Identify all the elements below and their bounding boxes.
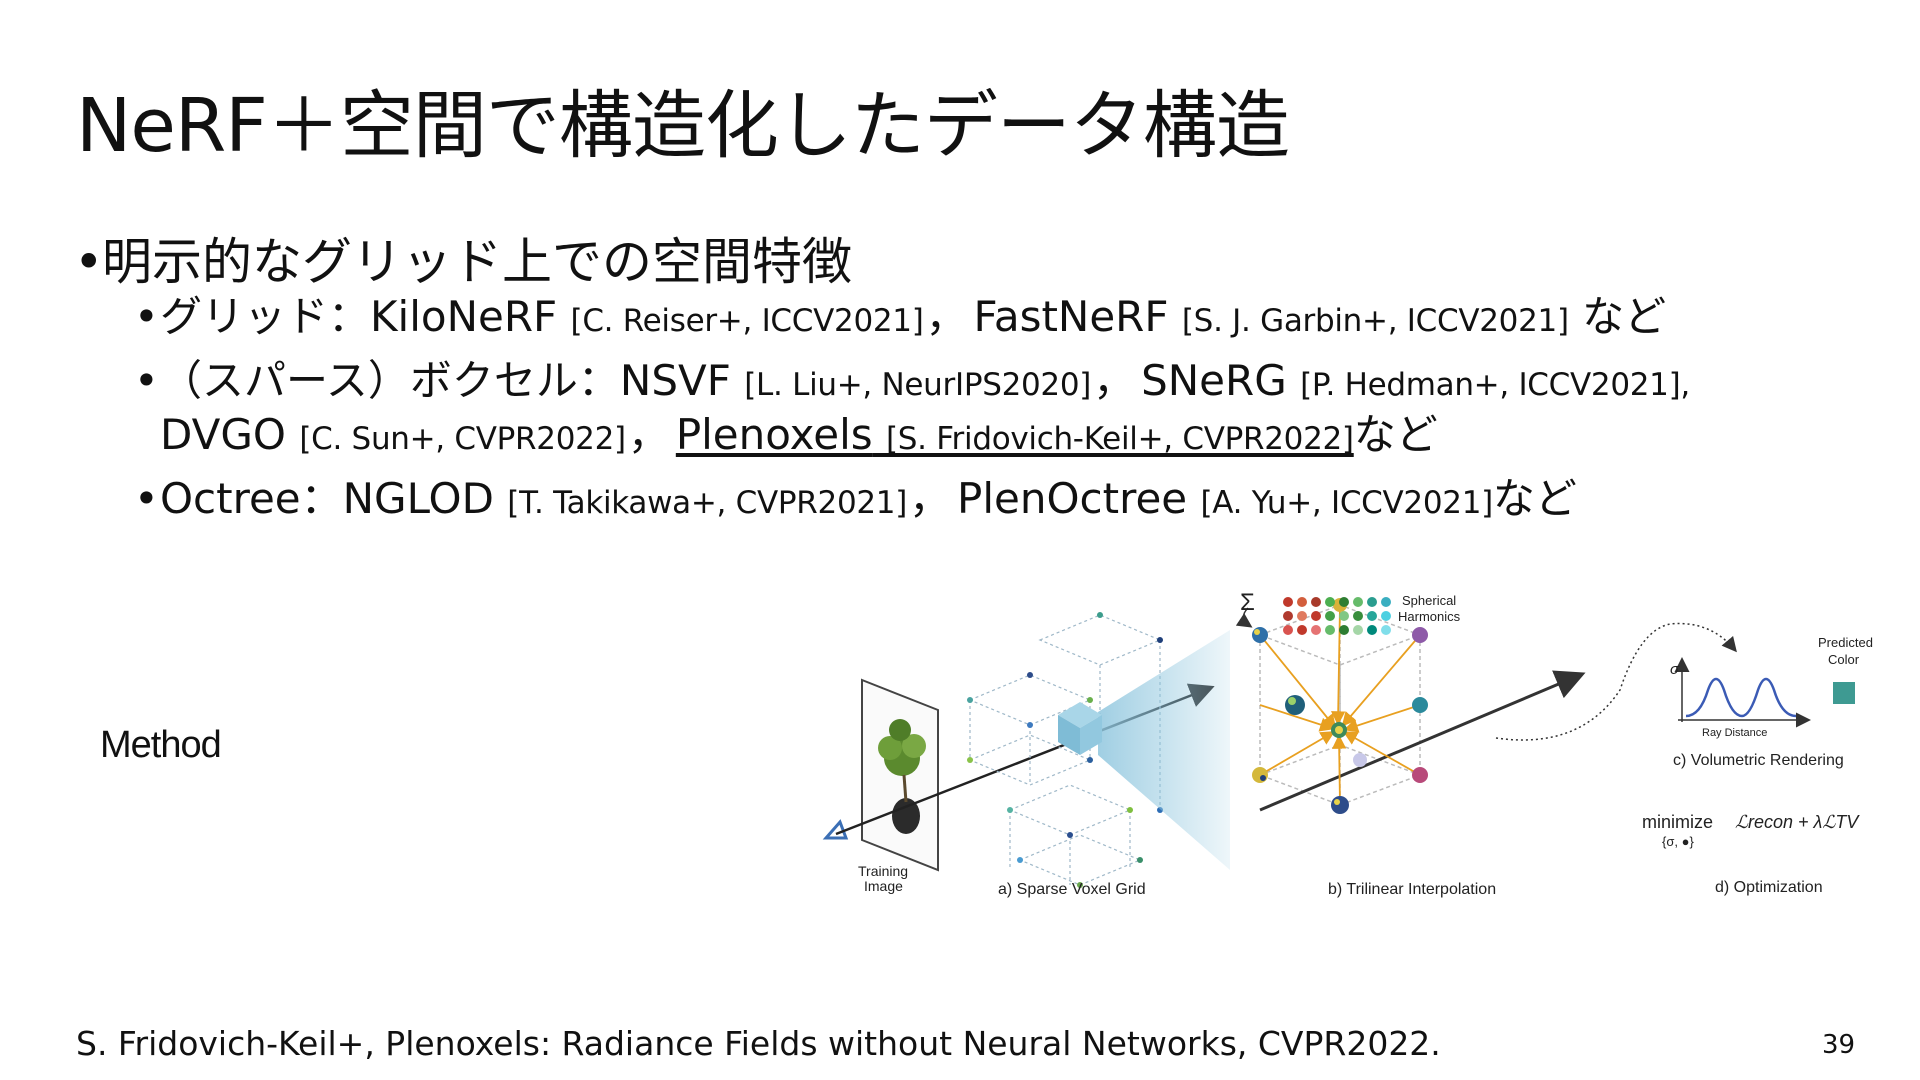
- plant-icon: [878, 719, 926, 834]
- method-name: DVGO: [160, 410, 286, 459]
- predicted-color-line1: Predicted: [1818, 635, 1873, 650]
- projection-cone: [1098, 630, 1230, 870]
- bullet-dot: •: [134, 356, 159, 405]
- ray-distance-label: Ray Distance: [1702, 727, 1767, 739]
- suffix: など: [1492, 474, 1577, 523]
- separator: ，: [627, 410, 670, 459]
- panel-a-label: a) Sparse Voxel Grid: [998, 881, 1146, 898]
- method-diagram: Σ Spherical Harmonics σ Ray Distance Pre…: [822, 589, 1873, 898]
- bullet-dot: •: [134, 474, 159, 523]
- separator: ，: [909, 474, 952, 523]
- citation: [A. Yu+, ICCV2021]: [1200, 485, 1494, 521]
- bullet-voxel-continued: DVGO [C. Sun+, CVPR2022]，Plenoxels [S. F…: [160, 410, 1874, 464]
- slide-title: NeRF＋空間で構造化したデータ構造: [76, 83, 1290, 169]
- citation: [S. Fridovich-Keil+, CVPR2022]: [886, 421, 1354, 457]
- render-arrow: [1495, 622, 1737, 741]
- panel-d-label: d) Optimization: [1715, 879, 1823, 896]
- sh-label-line2: Harmonics: [1398, 609, 1461, 624]
- reference-footer: S. Fridovich-Keil+, Plenoxels: Radiance …: [76, 1024, 1441, 1063]
- sh-label-line1: Spherical: [1402, 593, 1456, 608]
- bullet-text: 明示的なグリッド上での空間特徴: [102, 233, 852, 291]
- bullet-octree: •Octree：NGLOD [T. Takikawa+, CVPR2021]，P…: [134, 474, 1874, 528]
- suffix: など: [1353, 410, 1438, 459]
- panel-b-label: b) Trilinear Interpolation: [1328, 881, 1496, 898]
- panel-c-label: c) Volumetric Rendering: [1673, 752, 1844, 769]
- bullet-grid: •グリッド：KiloNeRF [C. Reiser+, ICCV2021]，Fa…: [134, 292, 1874, 346]
- bullet-dot: •: [74, 233, 104, 291]
- minimize-word: minimize: [1642, 812, 1713, 832]
- bullet-label: （スパース）ボクセル：NSVF: [160, 356, 731, 405]
- separator: ，: [925, 292, 968, 341]
- method-name: PlenOctree: [957, 474, 1188, 523]
- sum-symbol: Σ: [1240, 589, 1255, 616]
- training-image-label-line2: Image: [864, 878, 903, 894]
- separator: ，: [1093, 356, 1136, 405]
- minimize-subscript: {σ, ●}: [1662, 834, 1694, 849]
- volumetric-plot: [1674, 657, 1811, 728]
- citation: [S. J. Garbin+, ICCV2021]: [1181, 303, 1569, 339]
- plenoxels-highlight: Plenoxels [S. Fridovich-Keil+, CVPR2022]: [676, 410, 1354, 459]
- citation: [C. Sun+, CVPR2022]: [299, 421, 626, 457]
- spherical-harmonics-swatch: [1283, 597, 1391, 635]
- citation: [P. Hedman+, ICCV2021],: [1300, 367, 1690, 403]
- method-name: Plenoxels: [675, 410, 873, 459]
- interpolation-arrows: [1259, 604, 1421, 806]
- training-image-plane: [861, 678, 939, 872]
- citation: [T. Takikawa+, CVPR2021]: [507, 485, 908, 521]
- citation: [L. Liu+, NeurIPS2020]: [744, 367, 1092, 403]
- bullet-level1: •明示的なグリッド上での空間特徴: [74, 232, 1874, 292]
- predicted-color-line2: Color: [1828, 652, 1860, 667]
- sigma-label: σ: [1670, 661, 1680, 678]
- bullet-label: Octree：NGLOD: [160, 474, 494, 523]
- sh-corner-spheres: [1252, 598, 1428, 814]
- highlighted-voxel: [1058, 702, 1102, 755]
- plenoxels-method-figure: Σ Spherical Harmonics σ Ray Distance Pre…: [820, 580, 1900, 910]
- sum-arrow: [1235, 607, 1253, 628]
- page-number: 39: [1822, 1030, 1856, 1060]
- bullet-voxel: •（スパース）ボクセル：NSVF [L. Liu+, NeurIPS2020]，…: [134, 356, 1874, 410]
- bullet-list: •明示的なグリッド上での空間特徴 •グリッド：KiloNeRF [C. Reis…: [74, 232, 1874, 528]
- predicted-color-swatch: [1833, 682, 1855, 704]
- ray-through-cube: [1259, 670, 1586, 812]
- method-name: FastNeRF: [973, 292, 1169, 341]
- citation: [C. Reiser+, ICCV2021]: [570, 303, 924, 339]
- voxel-points: [967, 612, 1163, 888]
- training-image-label-line1: Training: [858, 863, 908, 879]
- suffix: など: [1582, 292, 1667, 341]
- method-name: SNeRG: [1141, 356, 1287, 405]
- bullet-label: グリッド：KiloNeRF: [160, 292, 558, 341]
- loss-expression: ℒrecon + λℒTV: [1735, 812, 1860, 832]
- bullet-dot: •: [134, 292, 159, 341]
- method-label: Method: [100, 724, 222, 766]
